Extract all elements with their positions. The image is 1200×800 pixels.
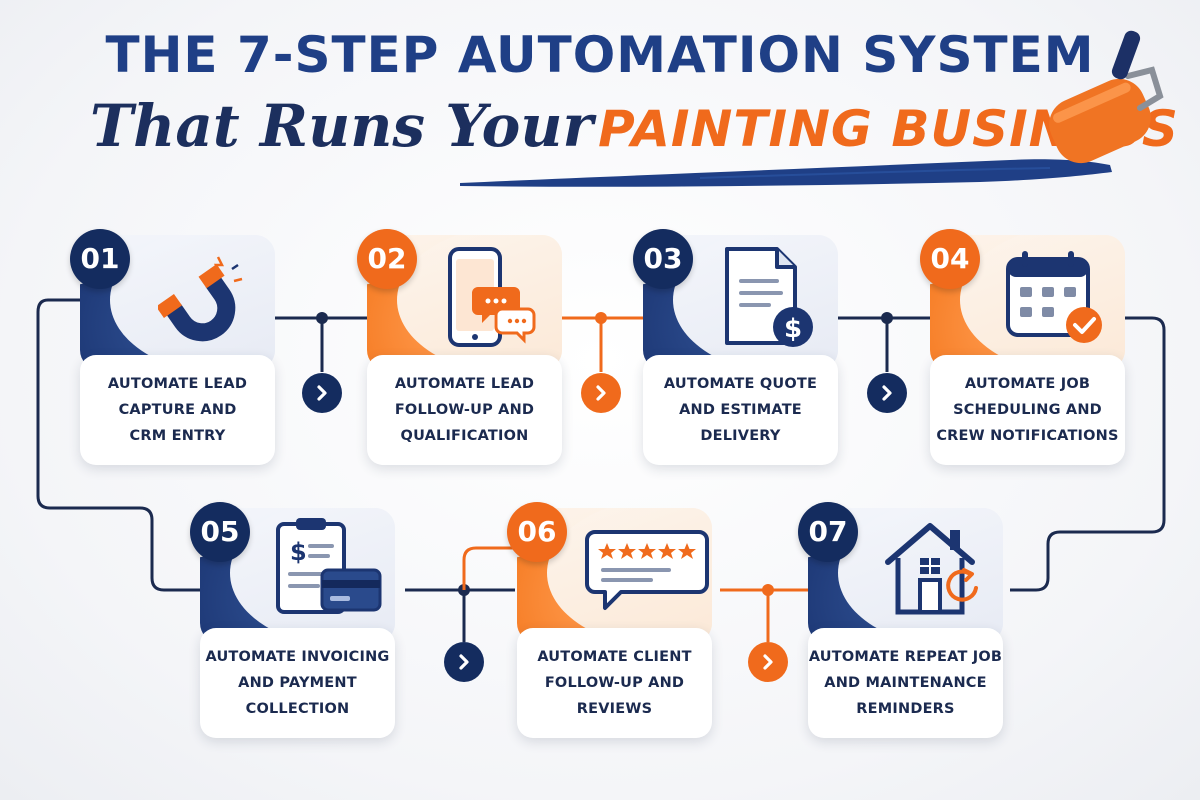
step-label: AUTOMATE INVOICING AND PAYMENT COLLECTIO… (200, 628, 395, 738)
step-label-line: REVIEWS (576, 701, 653, 717)
step-number: 05 (190, 502, 250, 562)
step-label: AUTOMATE JOB SCHEDULING AND CREW NOTIFIC… (930, 355, 1125, 465)
step-number: 03 (633, 229, 693, 289)
step-label-line: AUTOMATE CLIENT (537, 649, 692, 665)
step-label: AUTOMATE QUOTE AND ESTIMATE DELIVERY (643, 355, 838, 465)
step-label-line: CAPTURE AND (118, 402, 237, 418)
arrow-step-5-to-6 (444, 642, 484, 682)
step-label-line: AUTOMATE JOB (964, 376, 1091, 392)
title-script-text: That Runs Your (90, 92, 594, 160)
arrow-step-1-to-2 (302, 373, 342, 413)
step-label-line: COLLECTION (245, 701, 350, 717)
step-number: 04 (920, 229, 980, 289)
invoice-card-icon: $ (276, 518, 382, 614)
step-label-line: AUTOMATE REPEAT JOB (808, 649, 1003, 665)
step-number: 02 (357, 229, 417, 289)
calendar-check-icon (1006, 251, 1102, 343)
arrow-step-6-to-7 (748, 642, 788, 682)
chevron-right-icon (882, 385, 892, 401)
step-label-line: CRM ENTRY (129, 428, 226, 444)
arrow-step-3-to-4 (867, 373, 907, 413)
step-label-line: SCHEDULING AND (953, 402, 1102, 418)
svg-text:$: $ (784, 314, 802, 344)
step-label-line: FOLLOW-UP AND (394, 402, 535, 418)
house-repeat-icon (885, 523, 978, 615)
step-label-line: AUTOMATE INVOICING (205, 649, 390, 665)
document-dollar-icon: $ (725, 247, 813, 347)
step-label-line: AUTOMATE LEAD (394, 376, 535, 392)
step-label-line: QUALIFICATION (400, 428, 529, 444)
step-label-line: FOLLOW-UP AND (544, 675, 685, 691)
step-label-line: AND ESTIMATE (679, 402, 802, 418)
step-label: AUTOMATE LEAD CAPTURE AND CRM ENTRY (80, 355, 275, 465)
step-label-line: AUTOMATE LEAD (107, 376, 248, 392)
svg-text:$: $ (290, 538, 307, 566)
step-label-line: AUTOMATE QUOTE (663, 376, 818, 392)
phone-chat-icon (448, 247, 536, 347)
brush-stroke (460, 159, 1112, 187)
step-label-line: REMINDERS (856, 701, 955, 717)
step-number: 01 (70, 229, 130, 289)
chevron-right-icon (317, 385, 327, 401)
paint-roller-icon (1049, 30, 1164, 164)
chevron-right-icon (459, 654, 469, 670)
arrow-step-2-to-3 (581, 373, 621, 413)
step-label-line: AND PAYMENT (238, 675, 357, 691)
step-number: 06 (507, 502, 567, 562)
chevron-right-icon (763, 654, 773, 670)
magnet-icon (158, 256, 243, 342)
step-label-line: AND MAINTENANCE (824, 675, 987, 691)
step-label-line: DELIVERY (700, 428, 781, 444)
step-number: 07 (798, 502, 858, 562)
step-label: AUTOMATE REPEAT JOB AND MAINTENANCE REMI… (808, 628, 1003, 738)
step-label: AUTOMATE LEAD FOLLOW-UP AND QUALIFICATIO… (367, 355, 562, 465)
step-label-line: CREW NOTIFICATIONS (936, 428, 1119, 444)
title-line-1: THE 7-STEP AUTOMATION SYSTEM (105, 26, 1095, 84)
chevron-right-icon (596, 385, 606, 401)
step-label: AUTOMATE CLIENT FOLLOW-UP AND REVIEWS (517, 628, 712, 738)
review-stars-icon (585, 530, 709, 610)
